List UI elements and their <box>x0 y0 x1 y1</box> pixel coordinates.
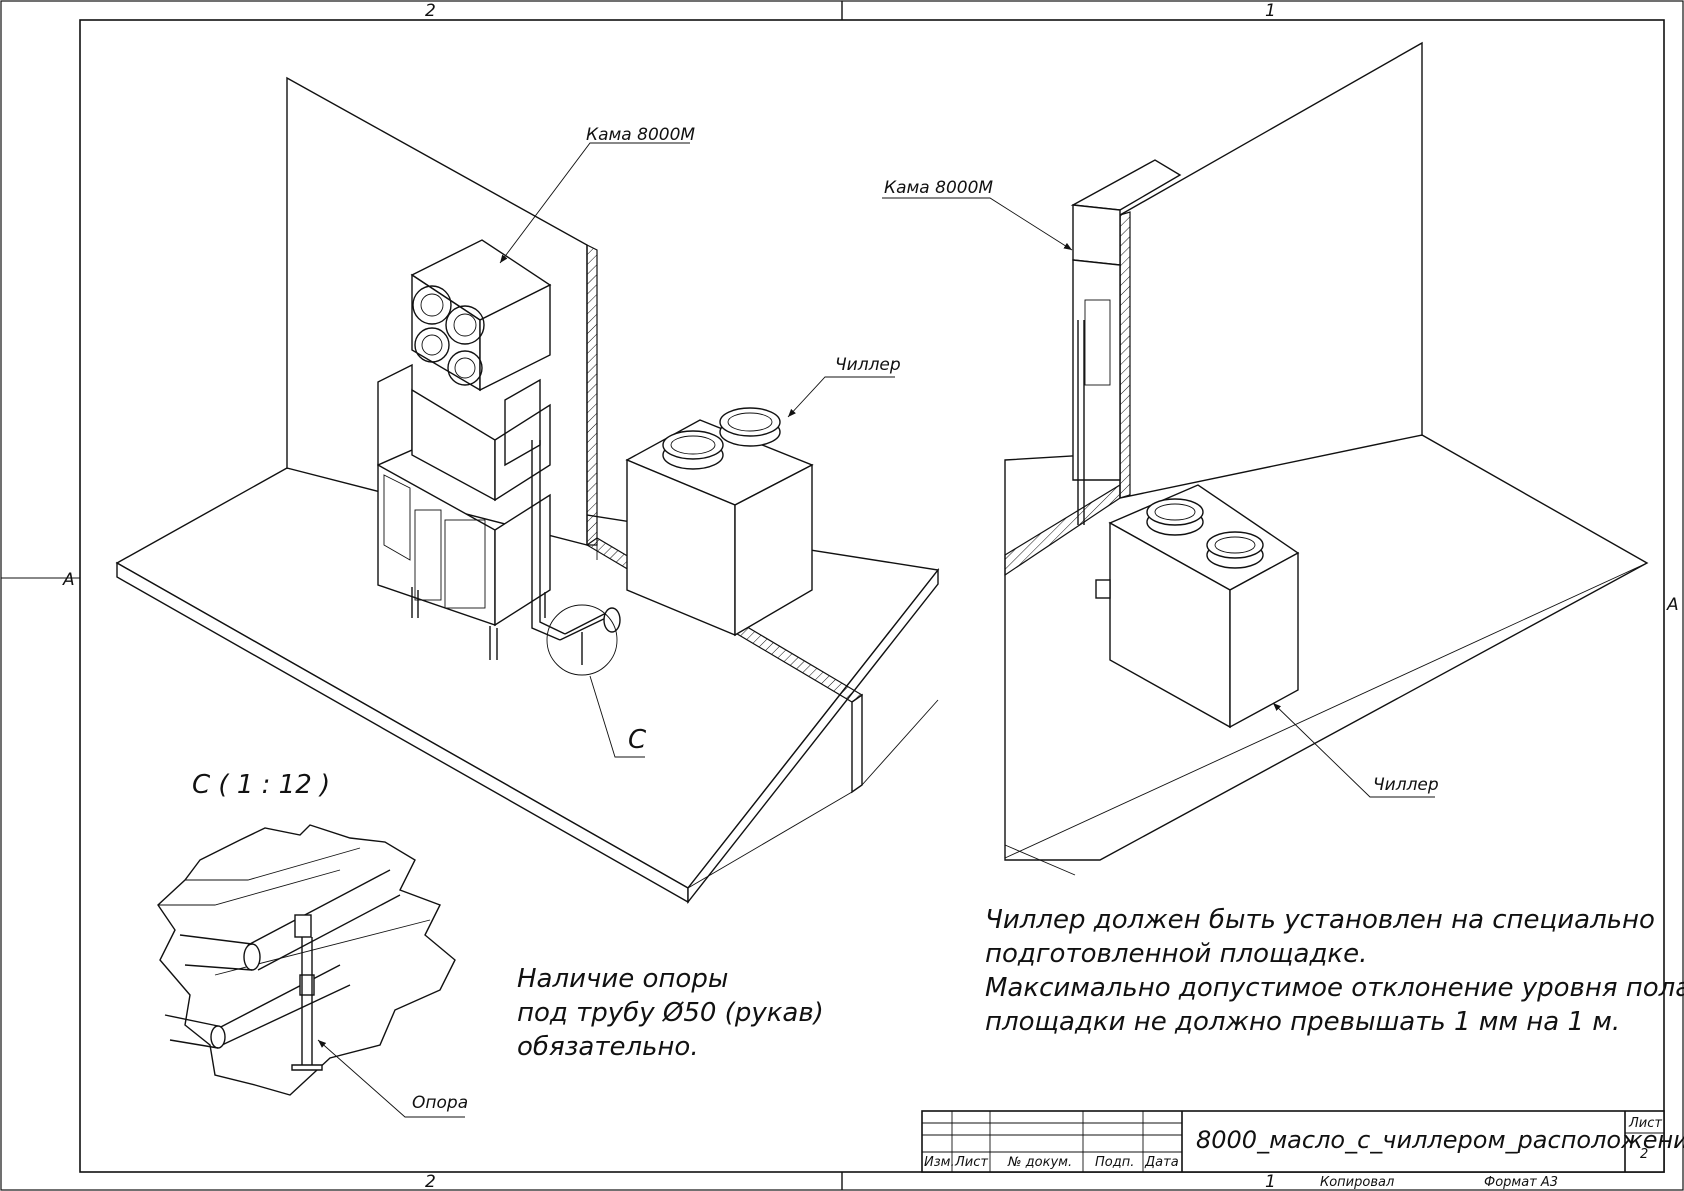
chiller-note: Чиллер должен быть установлен на специал… <box>985 905 1684 1037</box>
detail-title: С ( 1 : 12 ) <box>192 770 330 800</box>
zone-label-bottom-left: 2 <box>425 1172 436 1191</box>
chiller-note-line-4: площадки не должно превышать 1 мм на 1 м… <box>985 1007 1620 1037</box>
zone-label-bottom-right: 1 <box>1265 1172 1276 1191</box>
detail-c-view <box>157 824 465 1118</box>
title-col-list: Лист <box>954 1155 988 1170</box>
chiller-note-line-1: Чиллер должен быть установлен на специал… <box>985 905 1655 935</box>
right-iso-view <box>882 41 1649 876</box>
label-kama-right: Кама 8000М <box>884 178 993 198</box>
sheet-number: 2 <box>1640 1147 1648 1162</box>
label-callout-c: С <box>628 725 647 755</box>
zone-label-side-left: A <box>62 570 75 590</box>
partition-wall-end <box>851 693 863 794</box>
title-col-doc: № докум. <box>1007 1155 1072 1170</box>
document-name: 8000_масло_с_чиллером_расположение <box>1196 1126 1684 1154</box>
leader-support <box>317 1039 465 1118</box>
kama-unit-left <box>377 239 621 665</box>
leader-chiller-left <box>787 376 895 418</box>
title-col-sign: Подп. <box>1095 1155 1134 1170</box>
label-support: Опора <box>412 1093 468 1113</box>
chiller-unit-right <box>1095 484 1300 729</box>
title-block <box>921 1110 1665 1173</box>
format-label: Формат А3 <box>1484 1175 1558 1190</box>
leader-callout-c <box>589 675 645 758</box>
label-chiller-right: Чиллер <box>1373 775 1439 795</box>
chiller-note-line-2: подготовленной площадке. <box>985 939 1367 969</box>
copied-label: Копировал <box>1320 1175 1394 1190</box>
right-wall <box>1119 41 1423 499</box>
leader-kama-left <box>499 142 690 264</box>
leader-chiller-right <box>1272 702 1435 798</box>
support-note-line-1: Наличие опоры <box>517 964 728 994</box>
detail-circle-c <box>546 604 618 676</box>
label-kama-left: Кама 8000М <box>586 125 695 145</box>
zone-label-top-right: 1 <box>1265 1 1276 21</box>
support-note: Наличие опоры под трубу Ø50 (рукав) обяз… <box>517 964 824 1062</box>
support-note-line-3: обязательно. <box>517 1032 699 1062</box>
leader-kama-right <box>882 197 1073 251</box>
zone-label-side-right: A <box>1666 595 1679 615</box>
floor-slab-front <box>687 567 939 905</box>
left-iso-view <box>115 76 940 905</box>
chiller-unit-left <box>625 407 814 637</box>
back-wall-section <box>586 244 598 546</box>
title-col-date: Дата <box>1144 1155 1179 1170</box>
sheet-label: Лист <box>1628 1116 1662 1131</box>
title-col-izm: Изм. <box>924 1155 955 1170</box>
zone-label-top-left: 2 <box>425 1 436 21</box>
inner-frame <box>79 19 1665 1173</box>
support-note-line-2: под трубу Ø50 (рукав) <box>517 998 824 1028</box>
label-chiller-left: Чиллер <box>835 355 901 375</box>
chiller-note-line-3: Максимально допустимое отклонение уровня… <box>985 973 1684 1003</box>
